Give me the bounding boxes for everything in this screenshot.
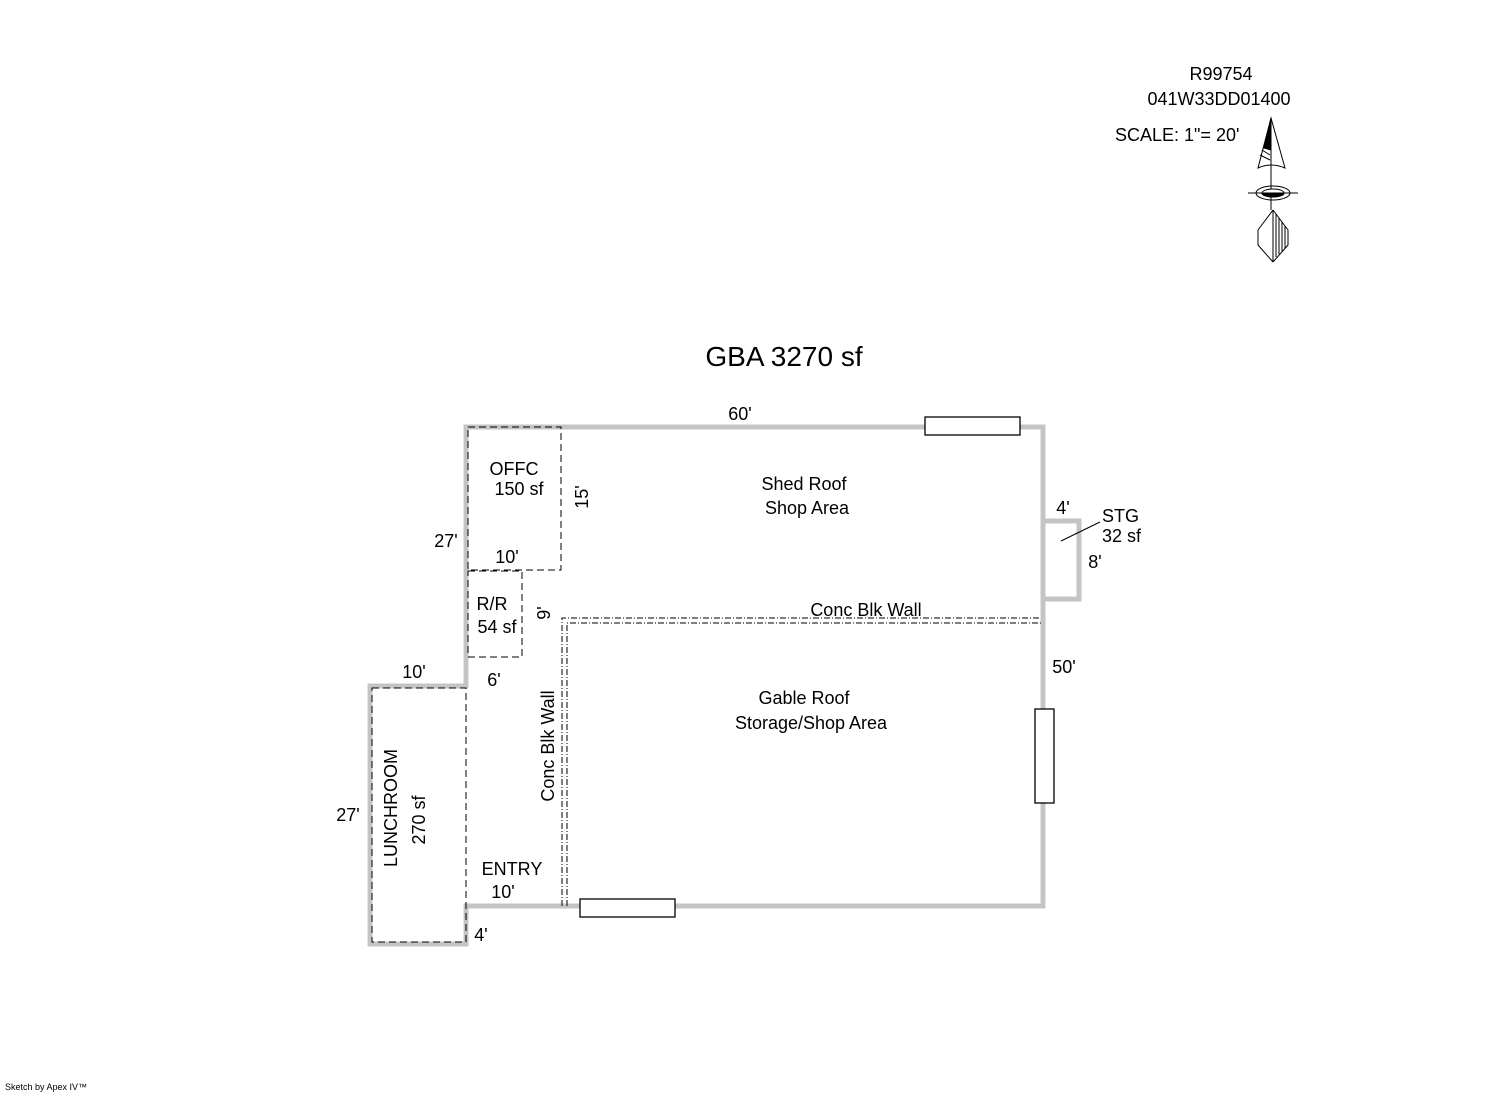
north-arrow-icon <box>1248 116 1298 263</box>
conc-blk-wall-line <box>566 622 1041 906</box>
office-outline <box>467 426 562 571</box>
dimension-lunch-jog: 4' <box>474 925 487 945</box>
stg-label: STG <box>1102 506 1139 526</box>
stg-leader-line <box>1060 521 1101 542</box>
dimension-lunch-top: 10' <box>402 662 425 682</box>
dimension-rr-width: 6' <box>487 670 500 690</box>
restroom-outline <box>467 570 523 658</box>
office-area: 150 sf <box>494 479 544 499</box>
overhead-door-right <box>1034 708 1055 804</box>
dimension-rr-depth: 9' <box>534 606 554 619</box>
dimension-stg-depth: 8' <box>1088 552 1101 572</box>
conc-blk-wall-label: Conc Blk Wall <box>810 600 921 620</box>
exterior-wall <box>367 424 1046 947</box>
entry-label: ENTRY <box>482 859 543 879</box>
stg-area: 32 sf <box>1102 526 1142 546</box>
lunchroom-label: LUNCHROOM <box>381 749 401 867</box>
map-number: 041W33DD01400 <box>1147 89 1290 109</box>
lunchroom-area: 270 sf <box>409 794 429 844</box>
software-credit: Sketch by Apex IV™ <box>5 1082 87 1092</box>
overhead-door-bottom <box>579 898 676 918</box>
scale-label: SCALE: 1"= 20' <box>1115 125 1239 145</box>
lunchroom-outline <box>371 687 467 943</box>
conc-blk-wall-label: Conc Blk Wall <box>538 690 558 801</box>
dimension-entry-width: 10' <box>491 882 514 902</box>
dimension-lunch-left: 27' <box>336 805 359 825</box>
conc-blk-wall-line <box>561 617 1041 906</box>
dimension-top: 60' <box>728 404 751 424</box>
parcel-id: R99754 <box>1189 64 1252 84</box>
storage-area-label: Gable Roof <box>758 688 850 708</box>
storage-closet-outline <box>1040 518 1082 602</box>
dimension-left-upper: 27' <box>434 531 457 551</box>
gross-building-area-title: GBA 3270 sf <box>705 341 862 372</box>
dimension-stg-width: 4' <box>1056 498 1069 518</box>
office-label: OFFC <box>490 459 539 479</box>
dimension-office-depth: 15' <box>572 485 592 508</box>
shop-area-label: Shop Area <box>765 498 850 518</box>
dimension-office-width: 10' <box>495 547 518 567</box>
dimension-right: 50' <box>1052 657 1075 677</box>
restroom-label: R/R <box>477 594 508 614</box>
shop-area-label: Shed Roof <box>761 474 847 494</box>
storage-area-label: Storage/Shop Area <box>735 713 888 733</box>
restroom-area: 54 sf <box>477 617 517 637</box>
overhead-door-top <box>924 416 1021 436</box>
